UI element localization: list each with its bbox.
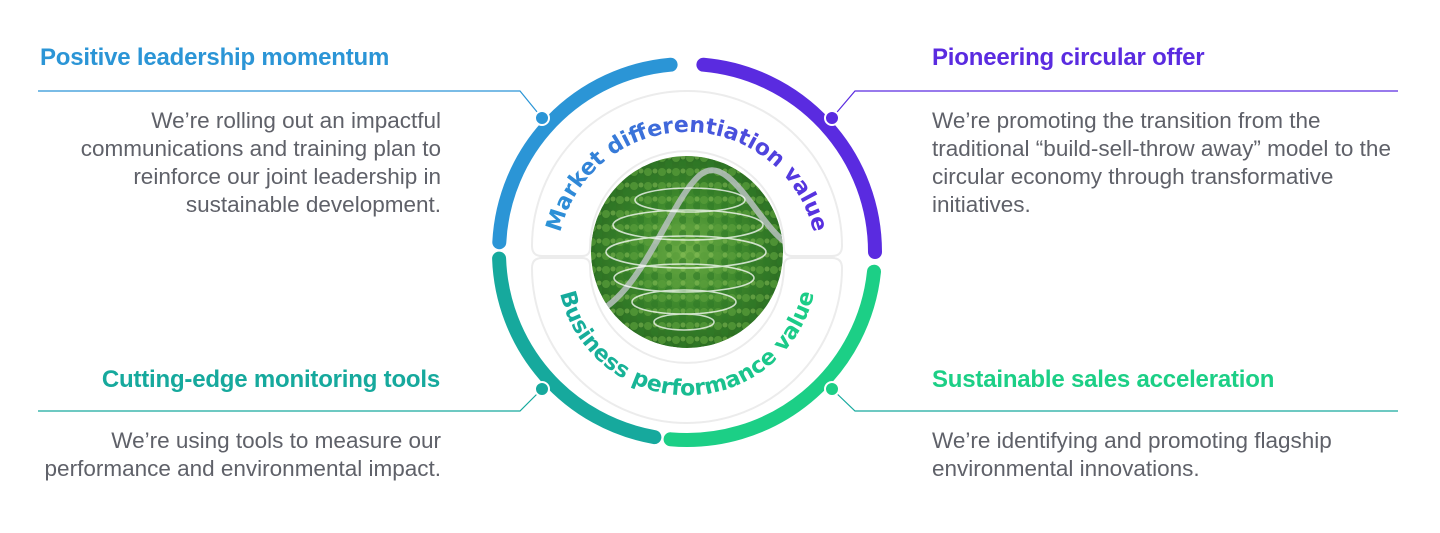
heading-sustainable-sales: Sustainable sales acceleration <box>932 366 1275 393</box>
dot-top-left <box>534 110 550 126</box>
connector-bottom-left <box>38 388 543 412</box>
description-cutting-edge-monitoring: We’re using tools to measure our perform… <box>44 428 441 481</box>
arc-top-left <box>492 57 678 250</box>
description-positive-leadership: We’re rolling out an impactful communica… <box>80 108 441 217</box>
arc-bottom-left <box>492 251 662 445</box>
dot-bottom-right <box>824 381 840 397</box>
connector-top-right <box>831 90 1398 119</box>
description-sustainable-sales: We’re identifying and promoting flagship… <box>932 428 1332 481</box>
arc-top-right <box>696 57 882 259</box>
dot-bottom-left <box>534 381 550 397</box>
connector-bottom-right <box>831 388 1398 412</box>
dot-top-right <box>824 110 840 126</box>
connector-top-left <box>38 90 543 119</box>
inner-band-bottom <box>530 257 844 424</box>
center-forest-image <box>591 156 783 348</box>
heading-pioneering-circular-offer: Pioneering circular offer <box>932 44 1205 71</box>
inner-band-top <box>530 90 844 257</box>
arc-bottom-right <box>663 264 881 447</box>
heading-cutting-edge-monitoring: Cutting-edge monitoring tools <box>101 366 440 393</box>
description-pioneering-circular-offer: We’re promoting the transition from the … <box>932 108 1391 217</box>
heading-positive-leadership: Positive leadership momentum <box>40 44 390 71</box>
